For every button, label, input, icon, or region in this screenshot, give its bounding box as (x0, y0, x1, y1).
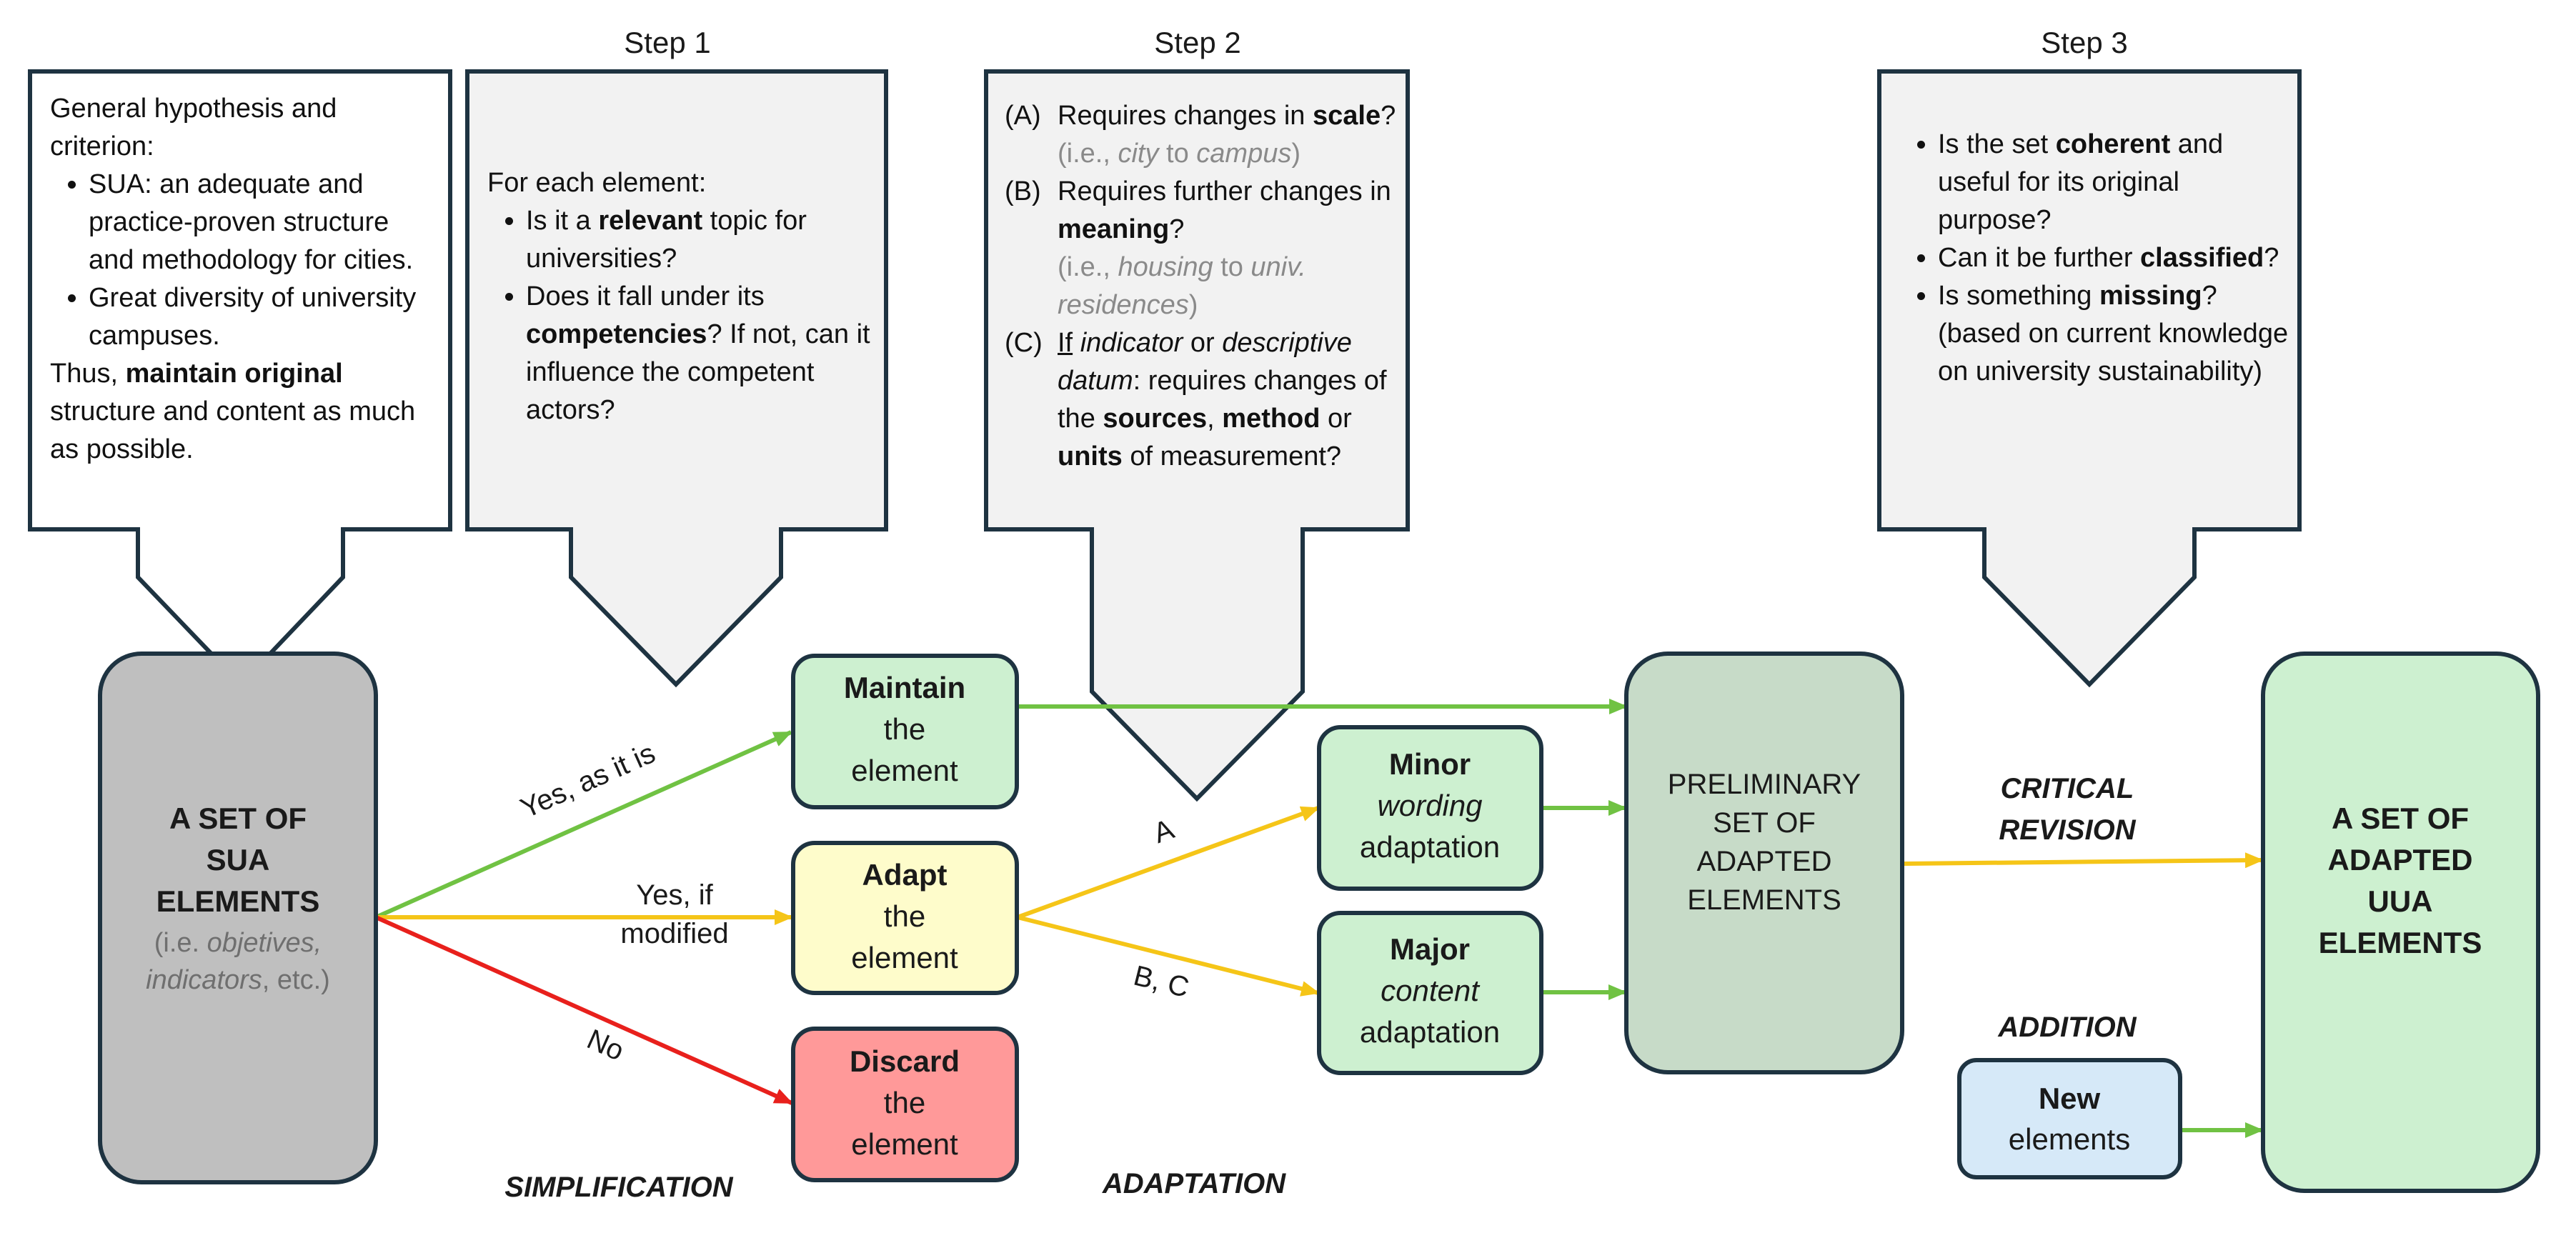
label-adaptation: ADAPTATION (1102, 1168, 1286, 1199)
new-elements-box (1957, 1058, 2182, 1179)
label-addition: ADDITION (1997, 1012, 2137, 1043)
uua-l3: UUA (2368, 884, 2433, 918)
preliminary-l1: PRELIMINARY (1668, 769, 1861, 800)
arrow-a (1016, 806, 1320, 919)
major-box (1317, 911, 1543, 1075)
step1-label: Step 1 (624, 26, 710, 59)
step2-item-c: (C) If indicator or descriptive datum: r… (1005, 328, 1387, 471)
label-revision: REVISION (1999, 814, 2136, 846)
uua-l4: ELEMENTS (2319, 926, 2482, 959)
step3-q3: Is something missing?(based on current k… (1938, 277, 2289, 391)
hypothesis-bullet2: Great diversity of university campuses. (89, 279, 436, 355)
maintain-l2: the (884, 712, 925, 746)
new-title: New (2039, 1082, 2101, 1115)
step2-callout (984, 69, 1410, 802)
step2-item-b: (B) Requires further changes in meaning?… (1005, 176, 1391, 320)
label-yes-if-2: modified (620, 918, 728, 949)
sua-line1: A SET OF (169, 802, 307, 835)
step2-label: Step 2 (1154, 26, 1240, 59)
minor-title: Minor (1389, 747, 1471, 781)
minor-box (1317, 725, 1543, 891)
uua-set-box (2261, 652, 2540, 1193)
step1-intro: For each element: (487, 168, 707, 198)
major-l3: adaptation (1360, 1015, 1500, 1049)
discard-l2: the (884, 1086, 925, 1119)
maintain-title: Maintain (844, 671, 965, 704)
major-l2: content (1381, 974, 1481, 1007)
arrow-no (374, 915, 793, 1105)
label-simplification: SIMPLIFICATION (504, 1172, 733, 1203)
adapt-box (791, 841, 1019, 995)
discard-l3: element (851, 1127, 958, 1161)
step3-q1: Is the set coherent and useful for its o… (1938, 126, 2289, 239)
hypothesis-text: General hypothesis and criterion: SUA: a… (50, 90, 436, 526)
preliminary-box (1624, 652, 1904, 1074)
step1-text: For each element: Is it a relevant topic… (487, 164, 873, 464)
label-a: A (1149, 813, 1178, 849)
arrow-bc (1017, 915, 1320, 997)
sua-note1: (i.e. objetives, (154, 928, 322, 958)
arrow-yes-as-is (374, 730, 792, 919)
uua-l1: A SET OF (2332, 802, 2469, 835)
minor-l3: adaptation (1360, 830, 1500, 864)
maintain-l3: element (851, 754, 958, 787)
label-yes-if-1: Yes, if (636, 879, 713, 911)
adapt-l2: the (884, 899, 925, 933)
label-critical: CRITICAL (2001, 773, 2134, 804)
step1-q1: Is it a relevant topic for universities? (526, 202, 873, 278)
label-yes-as-is: Yes, as it is (516, 737, 660, 824)
sua-set-box (98, 652, 378, 1184)
adapt-l3: element (851, 941, 958, 974)
step2-item-a: (A) Requires changes in scale? (i.e., ci… (1005, 101, 1396, 169)
discard-box (791, 1027, 1019, 1182)
hypothesis-callout (28, 69, 452, 688)
label-bc: B, C (1130, 960, 1192, 1004)
sua-line2: SUA (207, 843, 270, 877)
sua-note2: indicators, etc.) (146, 965, 330, 995)
uua-l2: ADAPTED (2327, 843, 2472, 877)
hypothesis-thus: Thus, maintain original structure and co… (50, 359, 416, 464)
arrow-critical-revision (1901, 852, 2264, 869)
maintain-box (791, 654, 1019, 809)
step1-callout (465, 69, 888, 688)
hypothesis-bullet1: SUA: an adequate and practice-proven str… (89, 166, 436, 279)
step3-callout (1877, 69, 2302, 688)
hypothesis-intro: General hypothesis and criterion: (50, 94, 337, 161)
adapt-title: Adapt (862, 858, 948, 892)
sua-line3: ELEMENTS (156, 884, 320, 918)
preliminary-l4: ELEMENTS (1687, 884, 1841, 916)
step1-q2: Does it fall under its competencies? If … (526, 278, 873, 429)
minor-l2: wording (1377, 789, 1482, 822)
new-l2: elements (2009, 1122, 2130, 1156)
discard-title: Discard (850, 1044, 960, 1078)
major-title: Major (1390, 932, 1470, 966)
step3-q2: Can it be further classified? (1938, 239, 2289, 277)
preliminary-l2: SET OF (1713, 807, 1816, 839)
step3-label: Step 3 (2041, 26, 2127, 59)
label-no: No (582, 1024, 629, 1067)
preliminary-l3: ADAPTED (1697, 846, 1832, 877)
step3-text: Is the set coherent and useful for its o… (1899, 126, 2289, 497)
step2-text: (A) Requires changes in scale? (i.e., ci… (1005, 101, 1396, 471)
